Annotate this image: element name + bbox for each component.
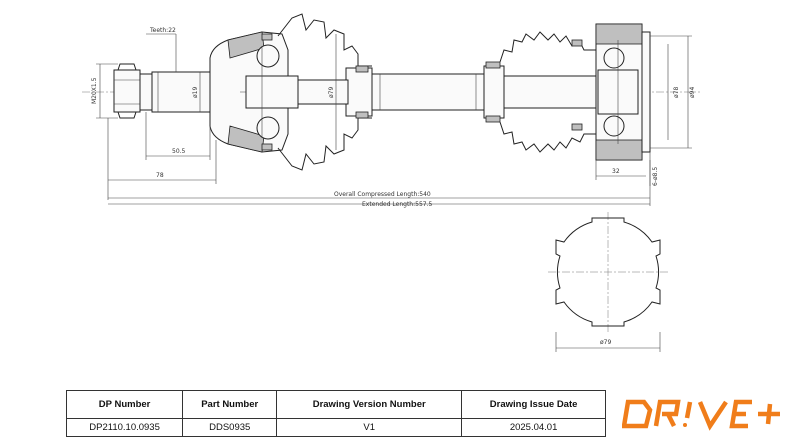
title-block-value-row: DP2110.10.0935 DDS0935 V1 2025.04.01 (65, 418, 606, 437)
teeth-label: Teeth:22 (149, 27, 176, 34)
bearing-inner-dia-label: ø78 (673, 87, 680, 98)
bearing-outer-dia-label: ø94 (689, 87, 696, 98)
section-dia-label: ø79 (600, 339, 611, 346)
thread-label: M20X1.5 (91, 77, 98, 104)
inner-cv-flange (595, 23, 651, 161)
center-shaft (297, 73, 485, 111)
dim-78-label: 78 (156, 172, 164, 179)
part-number-value: DDS0935 (182, 418, 278, 437)
boot-dia-label: ø79 (328, 87, 335, 98)
overall-length-label: Overall Compressed Length:540 (334, 191, 431, 198)
drawing-issue-date-header: Drawing Issue Date (461, 390, 606, 419)
outer-stub (113, 63, 211, 119)
part-number-header: Part Number (182, 390, 278, 419)
bolt-holes-label: 6-ø8.5 (652, 167, 659, 186)
title-block-header-row: DP Number Part Number Drawing Version Nu… (65, 390, 606, 419)
inner-boot (483, 31, 599, 153)
outer-boot (261, 13, 373, 171)
drawing-issue-date-value: 2025.04.01 (461, 418, 606, 437)
drive-plus-logo (622, 399, 780, 431)
drawing-version-value: V1 (276, 418, 463, 437)
drawing-version-header: Drawing Version Number (276, 390, 463, 419)
dimension-texts: Teeth:22 M20X1.5 ø19 ø79 ø78 ø94 50.5 78… (91, 27, 696, 346)
dimension-lines (96, 33, 692, 206)
extended-length-label: Extended Length:557.5 (362, 201, 432, 208)
dim-32-label: 32 (612, 168, 620, 175)
dp-number-header: DP Number (65, 390, 184, 419)
dim-50-5-label: 50.5 (172, 148, 186, 155)
title-block-table: DP Number Part Number Drawing Version Nu… (65, 390, 606, 437)
spline-dia-label: ø19 (192, 87, 199, 98)
spline-section-view (548, 212, 668, 352)
outer-cv-joint (209, 31, 300, 153)
title-block: DP Number Part Number Drawing Version Nu… (65, 390, 800, 437)
dp-number-value: DP2110.10.0935 (65, 418, 184, 437)
